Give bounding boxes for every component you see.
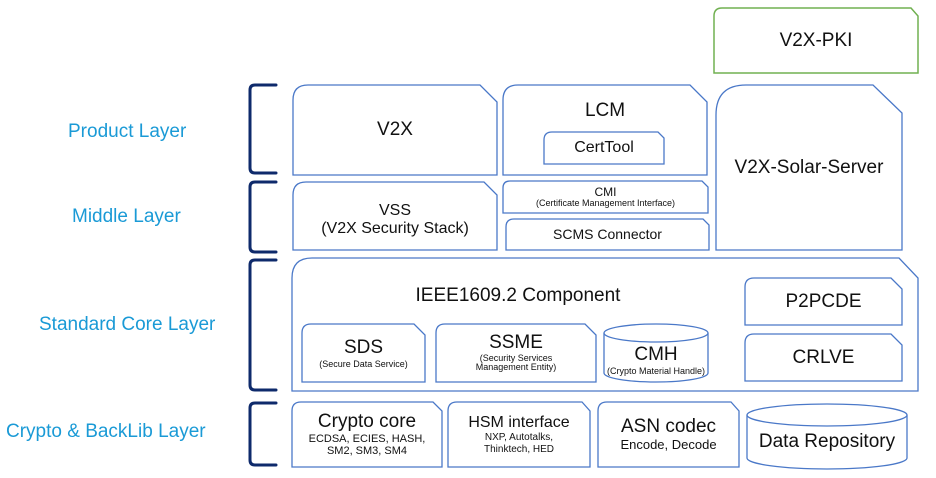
crlve-node[interactable]: CRLVE: [745, 334, 902, 381]
scms-node[interactable]: SCMS Connector: [506, 219, 709, 250]
ssme-title: SSME: [489, 331, 543, 353]
asn-box: [597, 401, 740, 468]
hsm-box: [447, 401, 591, 468]
crypto-core-node[interactable]: Crypto core ECDSA, ECIES, HASH, SM2, SM3…: [292, 402, 442, 467]
layer-label-product: Product Layer: [68, 121, 187, 142]
hsm-node[interactable]: HSM interface NXP, Autotalks, Thinktech,…: [448, 402, 590, 467]
bracket-crypto: [248, 401, 278, 467]
cmi-subtitle: (Certificate Management Interface): [535, 197, 676, 208]
crlve-title: CRLVE: [792, 346, 855, 368]
pki-node[interactable]: V2X-PKI: [714, 8, 918, 73]
lcm-title: LCM: [584, 100, 626, 121]
scms-box: [505, 218, 710, 251]
v2x-title: V2X: [377, 119, 413, 141]
cmi-title: CMI: [594, 184, 617, 199]
core-title: IEEE1609.2 Component: [415, 285, 621, 306]
solar-server-node[interactable]: V2X-Solar-Server: [716, 85, 902, 250]
certtool-node[interactable]: CertTool: [544, 132, 664, 164]
sds-node[interactable]: SDS (Secure Data Service): [302, 324, 425, 382]
ssme-node[interactable]: SSME (Security Services Management Entit…: [436, 324, 596, 382]
cmh-cylinder: [603, 333, 709, 383]
v2x-box: [292, 84, 498, 176]
crypto-core-sub-2: SM2, SM3, SM4: [326, 445, 408, 458]
layer-label-core: Standard Core Layer: [39, 314, 216, 335]
sds-box: [301, 323, 426, 383]
vss-subtitle: (V2X Security Stack): [321, 220, 469, 237]
cmh-cylinder-top: [603, 323, 709, 343]
v2x-node[interactable]: V2X: [293, 85, 497, 175]
hsm-sub-2: Thinktech, HED: [483, 444, 555, 456]
crlve-box: [744, 333, 903, 382]
certtool-box: [543, 131, 665, 165]
cmi-box: [502, 180, 709, 214]
bracket-product: [248, 83, 278, 175]
p2pcde-node[interactable]: P2PCDE: [745, 278, 902, 325]
pki-box: [713, 7, 919, 74]
certtool-title: CertTool: [574, 138, 634, 156]
vss-title: VSS: [378, 201, 411, 219]
asn-node[interactable]: ASN codec Encode, Decode: [598, 402, 739, 467]
scms-title: SCMS Connector: [553, 226, 662, 243]
data-repository-cylinder-top: [746, 403, 908, 427]
p2pcde-title: P2PCDE: [785, 290, 862, 312]
p2pcde-box: [744, 277, 903, 326]
data-repository-title: Data Repository: [758, 431, 896, 453]
bracket-core: [248, 258, 278, 392]
hsm-title: HSM interface: [468, 413, 570, 431]
cmh-subtitle: (Crypto Material Handle): [606, 365, 706, 376]
hsm-sub-1: NXP, Autotalks,: [484, 432, 554, 444]
ssme-box: [435, 323, 597, 383]
vss-box: [292, 181, 498, 251]
asn-subtitle: Encode, Decode: [620, 436, 717, 452]
sds-title: SDS: [343, 336, 384, 358]
asn-title: ASN codec: [620, 416, 717, 438]
data-repository-cylinder: [746, 415, 908, 470]
crypto-core-box: [291, 401, 443, 468]
layer-label-middle: Middle Layer: [72, 206, 181, 227]
bracket-middle: [248, 180, 278, 254]
sds-subtitle: (Secure Data Service): [319, 358, 408, 369]
cmh-title: CMH: [634, 343, 678, 365]
layer-label-crypto: Crypto & BackLib Layer: [6, 421, 206, 442]
crypto-core-sub-1: ECDSA, ECIES, HASH,: [308, 432, 426, 445]
cmi-node[interactable]: CMI (Certificate Management Interface): [503, 181, 708, 213]
pki-title: V2X-PKI: [779, 29, 853, 51]
vss-node[interactable]: VSS (V2X Security Stack): [293, 190, 497, 250]
cmh-node[interactable]: CMH (Crypto Material Handle): [604, 340, 708, 380]
ssme-subtitle-1: (Security Services: [479, 352, 553, 363]
data-repository-node[interactable]: Data Repository: [747, 422, 907, 462]
ssme-subtitle-2: Management Entity): [475, 362, 557, 373]
crypto-core-title: Crypto core: [317, 410, 417, 432]
solar-server-box: [715, 84, 903, 251]
solar-server-title: V2X-Solar-Server: [734, 156, 884, 178]
